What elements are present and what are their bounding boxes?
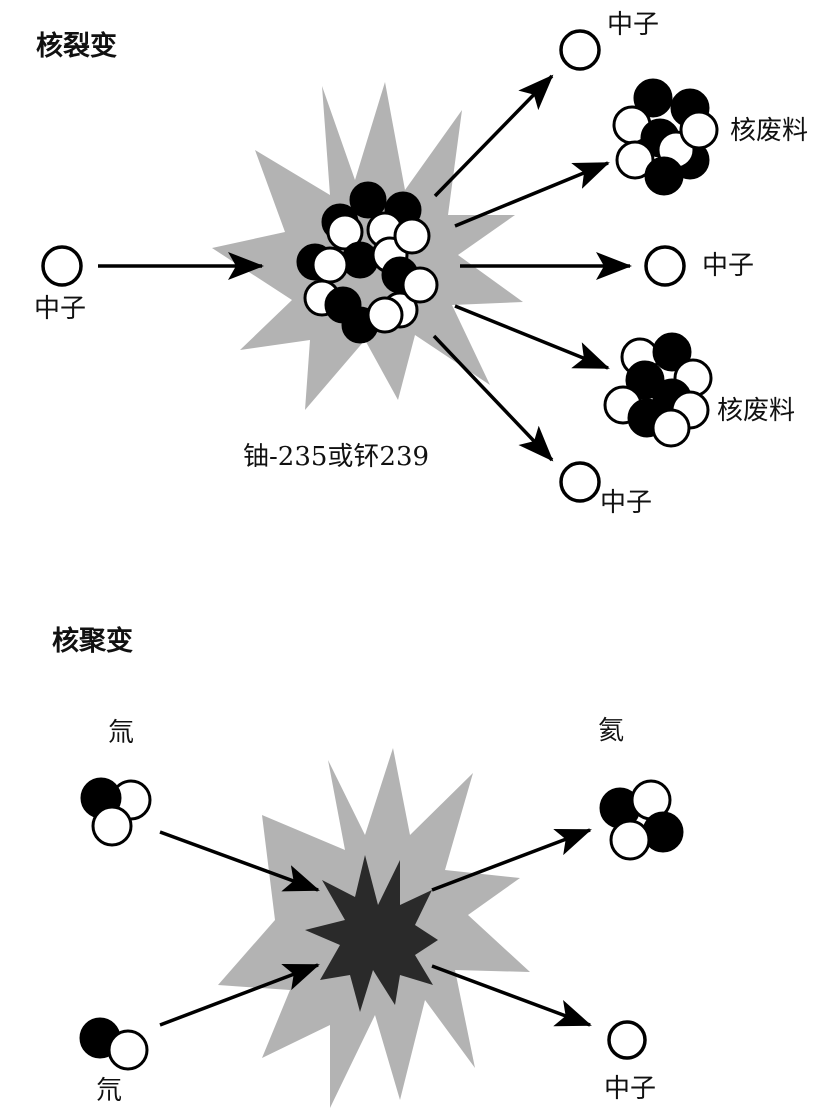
product-neutron-top-label: 中子: [607, 10, 660, 40]
helium-label: 氦: [598, 716, 625, 746]
target-nucleus-label: 铀-235或钚239: [243, 442, 430, 472]
product-waste-bottom-label: 核废料: [717, 396, 796, 426]
product-neutron-mid-label: 中子: [702, 251, 755, 281]
arrow-to-waste-bottom: [454, 304, 610, 370]
output-neutron-mid-icon: [644, 245, 686, 287]
helium-nucleus-icon: [599, 779, 684, 861]
tritium-nucleus-icon: [80, 777, 152, 847]
arrow-to-neutron-top: [433, 74, 554, 198]
arrow-neutron-out: [431, 964, 592, 1027]
fission-title: 核裂变: [36, 31, 117, 62]
product-neutron-bottom-label: 中子: [600, 488, 653, 518]
incoming-neutron-label: 中子: [34, 294, 87, 324]
deuterium-label: 氘: [96, 1076, 123, 1106]
deuterium-nucleus-icon: [79, 1017, 149, 1071]
arrow-tritium-in: [159, 830, 320, 892]
fusion-neutron-icon: [607, 1020, 647, 1060]
fusion-section: [79, 748, 684, 1108]
fusion-neutron-label: 中子: [604, 1074, 657, 1104]
arrow-helium-out: [431, 828, 592, 892]
fusion-title: 核聚变: [52, 626, 133, 657]
uranium-nucleus-icon: [296, 181, 439, 344]
product-waste-top-label: 核废料: [730, 116, 809, 146]
arrow-to-neutron-bottom: [432, 334, 554, 462]
output-neutron-bottom-icon: [559, 461, 601, 503]
incoming-neutron-icon: [41, 245, 83, 287]
arrow-to-waste-top: [454, 161, 610, 228]
fusion-core-shape: [305, 855, 438, 1012]
fission-waste-top-icon: [612, 78, 719, 196]
fission-waste-bottom-icon: [603, 332, 713, 448]
output-neutron-top-icon: [559, 29, 601, 71]
tritium-label: 氚: [108, 718, 135, 748]
arrow-deuterium-in: [159, 963, 320, 1027]
fission-section: [41, 29, 719, 503]
